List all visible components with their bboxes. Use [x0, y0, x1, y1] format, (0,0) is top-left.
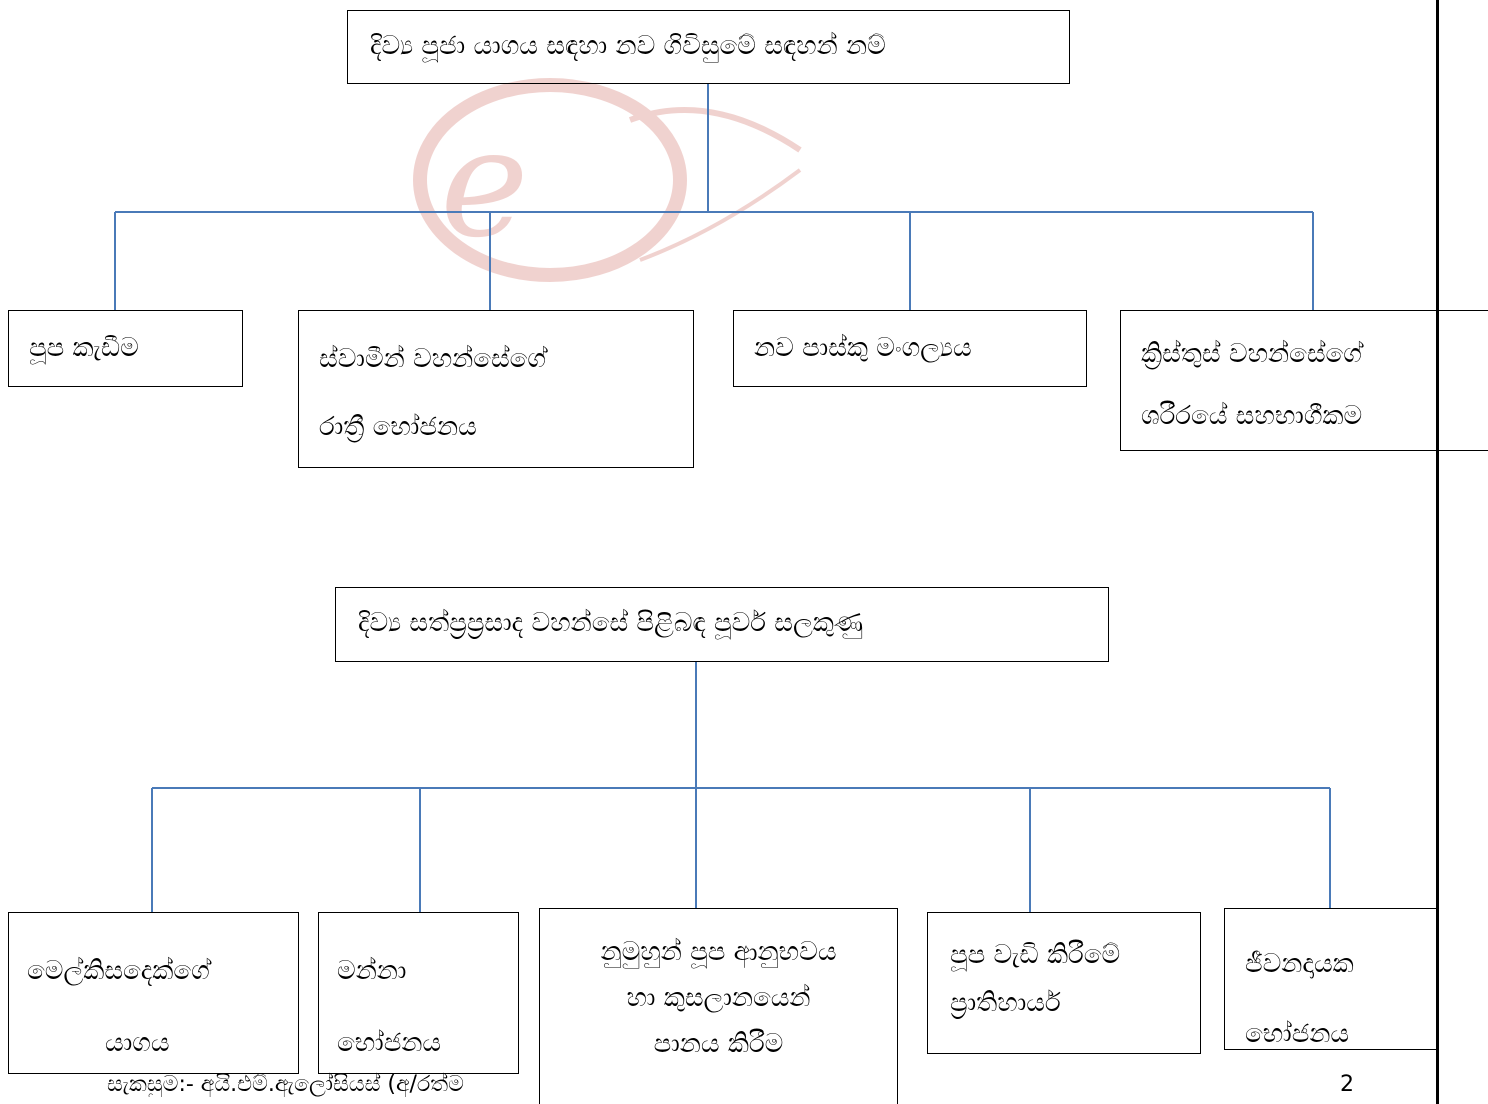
d2-child-1-line-1: මෙල්කිසදෙක්ගේ [27, 956, 210, 986]
footer-author: සැකසුම:- අයි.එම්.ඇලෝසියස් (අ/රත්ම [107, 1072, 464, 1097]
d1-child-1-line-1: පූප කැඩීම [29, 333, 139, 363]
d2-root-box: දිව්‍ය සත්ප්‍රප්‍රසාද වහන්සේ පිළිබඳ පූර්… [335, 587, 1109, 662]
page-margin-rule [1436, 0, 1439, 1104]
d1-child-4-line-2: ශරීරයේ සහභාගීකම [1141, 401, 1363, 431]
d1-child-box-2: ස්වාමීන් වහන්සේගේ රාත්‍රී භෝජනය [298, 310, 694, 468]
d1-child-4-line-1: ක්‍රිස්තුස් වහන්සේගේ [1141, 339, 1362, 369]
d2-child-box-2: මන්නා භෝජනය [318, 912, 519, 1074]
d2-child-box-4: පූප වැඩි කිරීමේ ප්‍රාතිහාර්ය [927, 912, 1201, 1054]
d2-child-1-line-2: යාගය [105, 1028, 170, 1058]
d2-child-4-line-2: ප්‍රාතිහාර්ය [950, 988, 1061, 1018]
d2-child-4-line-1: පූප වැඩි කිරීමේ [950, 940, 1121, 970]
d1-child-2-line-1: ස්වාමීන් වහන්සේගේ [319, 344, 546, 374]
d2-child-box-1: මෙල්කිසදෙක්ගේ යාගය [8, 912, 299, 1074]
d2-child-box-3: නුමුහුන් පූප ආනුභවය හා කුසලානයෙන් පානය ක… [539, 908, 898, 1104]
d1-child-box-1: පූප කැඩීම [8, 310, 243, 387]
d1-root-box: දිව්‍ය පූජා යාගය සඳහා නව ගිවිසුමේ සඳහන් … [347, 10, 1070, 84]
d2-child-2-line-2: භෝජනය [337, 1028, 442, 1058]
d2-child-3-line-1: නුමුහුන් පූප ආනුභවය [600, 937, 837, 967]
d2-child-3-line-2: හා කුසලානයෙන් [626, 983, 811, 1013]
d2-child-5-line-2: භෝජනය [1245, 1019, 1350, 1049]
d2-child-5-line-1: ජීවනදායක [1245, 949, 1354, 979]
d1-child-box-3: නව පාස්කු මංගල්‍යය [733, 310, 1087, 387]
d1-child-2-line-2: රාත්‍රී භෝජනය [319, 412, 477, 442]
d2-child-3-line-3: පානය කිරීම [653, 1029, 784, 1059]
d1-child-box-4: ක්‍රිස්තුස් වහන්සේගේ ශරීරයේ සහභාගීකම [1120, 310, 1488, 451]
d1-root-text: දිව්‍ය පූජා යාගය සඳහා නව ගිවිසුමේ සඳහන් … [370, 31, 886, 61]
d2-child-2-line-1: මන්නා [337, 956, 407, 986]
footer-page-number: 2 [1340, 1072, 1354, 1097]
d2-child-box-5: ජීවනදායක භෝජනය [1224, 908, 1439, 1050]
d1-child-3-line-1: නව පාස්කු මංගල්‍යය [754, 333, 972, 363]
d2-root-text: දිව්‍ය සත්ප්‍රප්‍රසාද වහන්සේ පිළිබඳ පූර්… [358, 608, 864, 638]
